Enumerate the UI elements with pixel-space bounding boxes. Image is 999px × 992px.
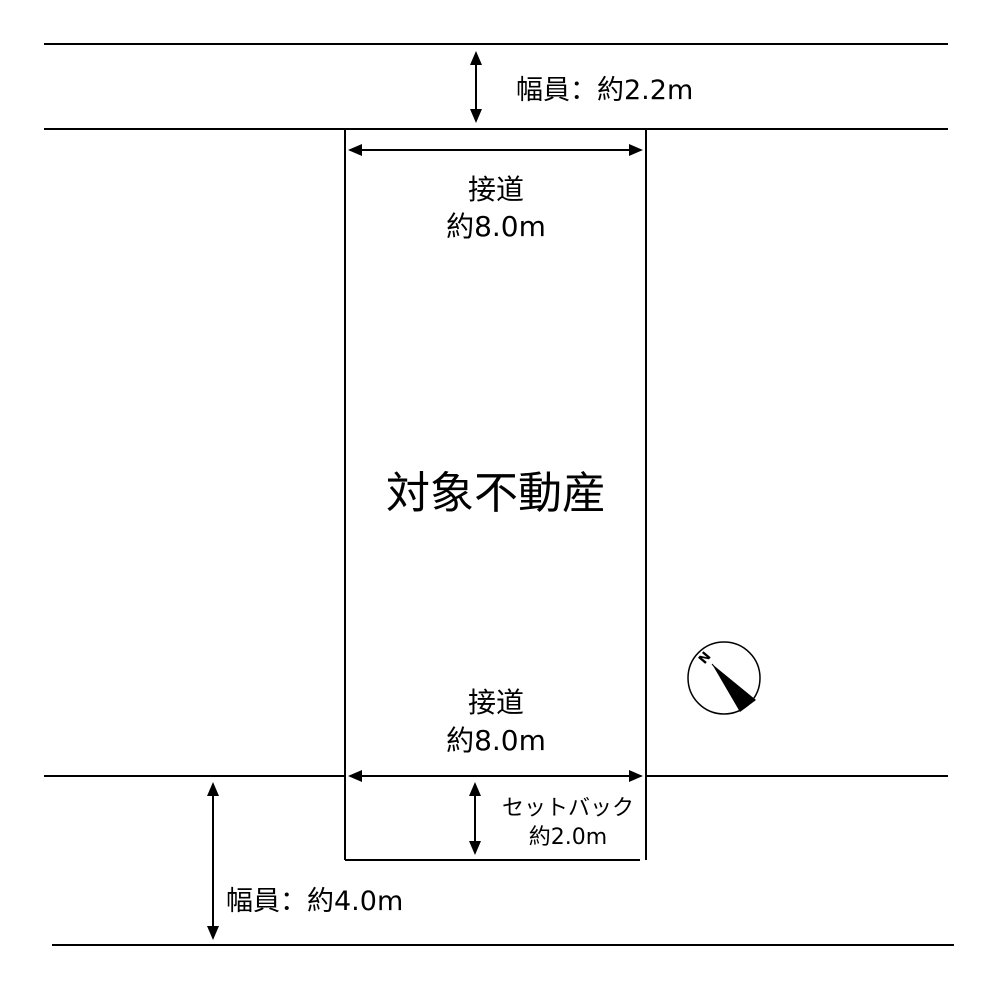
property-label: 対象不動産 (386, 468, 606, 519)
compass-needle-tail (711, 663, 749, 707)
setback-title: セットバック (502, 796, 634, 821)
north-frontage-title: 接道 (468, 173, 524, 206)
north-road-width-label: 幅員：約2.2m (516, 75, 693, 106)
north-frontage-length: 約8.0m (446, 210, 546, 243)
setback-length: 約2.0m (529, 825, 607, 850)
south-frontage-title: 接道 (468, 686, 524, 719)
south-frontage-length: 約8.0m (446, 724, 546, 757)
south-road-width-label: 幅員：約4.0m (226, 886, 403, 917)
compass-needle (712, 664, 756, 712)
north-arrow-icon: N (687, 641, 761, 715)
